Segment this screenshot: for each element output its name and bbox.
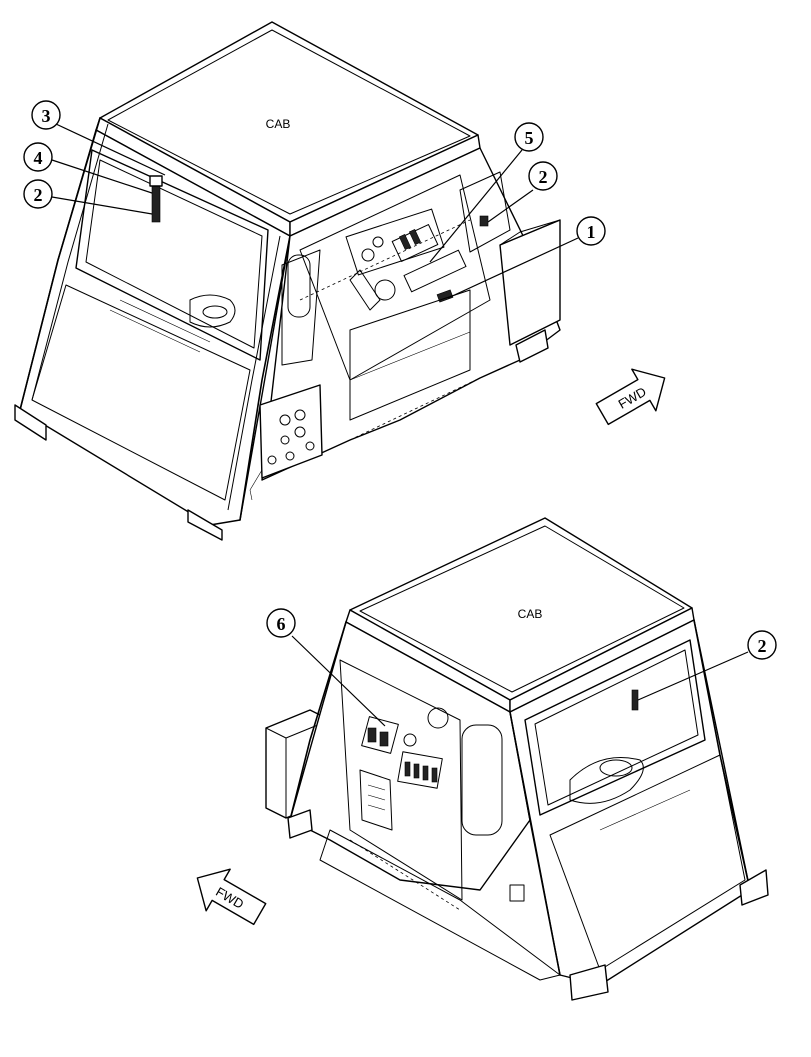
svg-text:6: 6 (277, 614, 286, 634)
fwd-arrow-bottom: FWD (196, 868, 267, 926)
svg-text:2: 2 (34, 185, 43, 205)
cab-label-bottom: CAB (518, 607, 543, 621)
callout-1-top: 1 (447, 216, 606, 299)
svg-text:1: 1 (587, 222, 596, 242)
cab-right-window-bottom (524, 639, 706, 816)
svg-text:5: 5 (525, 128, 534, 148)
callout-5-top: 5 (429, 122, 544, 263)
fwd-arrow-top: FWD (595, 368, 666, 426)
cab-view-top: FWD CAB 3 4 2 5 2 (14, 21, 666, 541)
cab-label-top: CAB (266, 117, 291, 131)
callout-2-bottom: 2 (637, 630, 777, 701)
cab-skid-left-top (14, 404, 47, 441)
callout-6-bottom: 6 (266, 608, 386, 727)
svg-text:2: 2 (539, 167, 548, 187)
callout-3-top: 3 (31, 100, 166, 176)
svg-text:2: 2 (758, 636, 767, 656)
callout-4-top: 4 (23, 142, 159, 196)
svg-text:3: 3 (42, 106, 51, 126)
svg-text:4: 4 (34, 148, 43, 168)
callout-2b-top: 2 (487, 161, 558, 223)
callout-2a-top: 2 (23, 179, 159, 216)
cab-view-bottom: FWD CAB 6 2 (196, 517, 777, 1001)
cab-left-window-top (75, 149, 269, 361)
connector-panel-top (259, 384, 323, 479)
